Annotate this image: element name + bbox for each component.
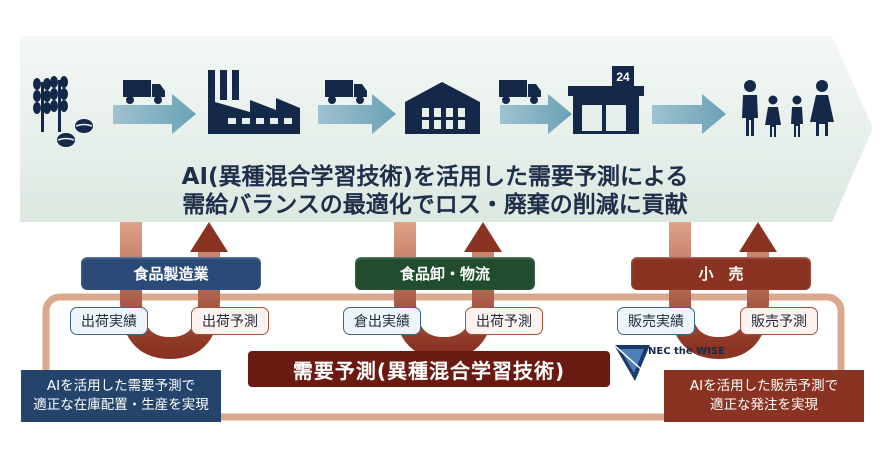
- headline-line-1: AI(異種混合学習技術)を活用した需要予測による: [181, 164, 689, 190]
- chip-sales-forecast: 販売予測: [740, 307, 818, 335]
- chip-shipping-forecast: 出荷予測: [191, 307, 269, 335]
- right-note-line-1: AIを活用した販売予測で: [689, 378, 839, 394]
- chip-wholesale-shipping-forecast: 出荷予測: [465, 307, 543, 335]
- chip-shipping-actual: 出荷実績: [70, 307, 148, 335]
- right-note-box: AIを活用した販売予測で 適正な発注を実現: [664, 370, 864, 422]
- sector-manufacturer-label: 食品製造業: [81, 257, 261, 290]
- right-note-line-2: 適正な発注を実現: [710, 397, 818, 413]
- grain-coffee-icon: [33, 76, 93, 147]
- warehouse-icon: [405, 82, 480, 134]
- sector-wholesale-label: 食品卸・物流: [355, 257, 535, 290]
- family-icon: [742, 80, 834, 137]
- flow-arrows: [113, 94, 726, 134]
- store-sign-text: 24: [616, 70, 630, 84]
- left-note-box: AIを活用した需要予測で 適正な在庫配置・生産を実現: [21, 370, 221, 422]
- truck-icon: [123, 80, 165, 104]
- feedback-loop-band: [42, 293, 845, 421]
- left-note-line-2: 適正な在庫配置・生産を実現: [33, 397, 209, 413]
- chip-warehouse-out-actual: 倉出実績: [343, 307, 421, 335]
- truck-icon: [325, 80, 367, 104]
- convenience-store-icon: 24: [568, 66, 644, 134]
- chip-sales-actual: 販売実績: [617, 307, 695, 335]
- nec-wise-logo-mark: [613, 344, 650, 381]
- truck-icon: [499, 80, 541, 104]
- factory-icon: [208, 70, 300, 134]
- demand-forecast-box: 需要予測(異種混合学習技術): [248, 351, 610, 387]
- headline-line-2: 需給バランスの最適化でロス・廃棄の削減に貢献: [182, 192, 688, 218]
- left-note-line-1: AIを活用した需要予測で: [46, 378, 196, 394]
- nec-wise-logo-text: NEC the WISE: [648, 345, 725, 357]
- sector-retail-label: 小 売: [631, 257, 811, 290]
